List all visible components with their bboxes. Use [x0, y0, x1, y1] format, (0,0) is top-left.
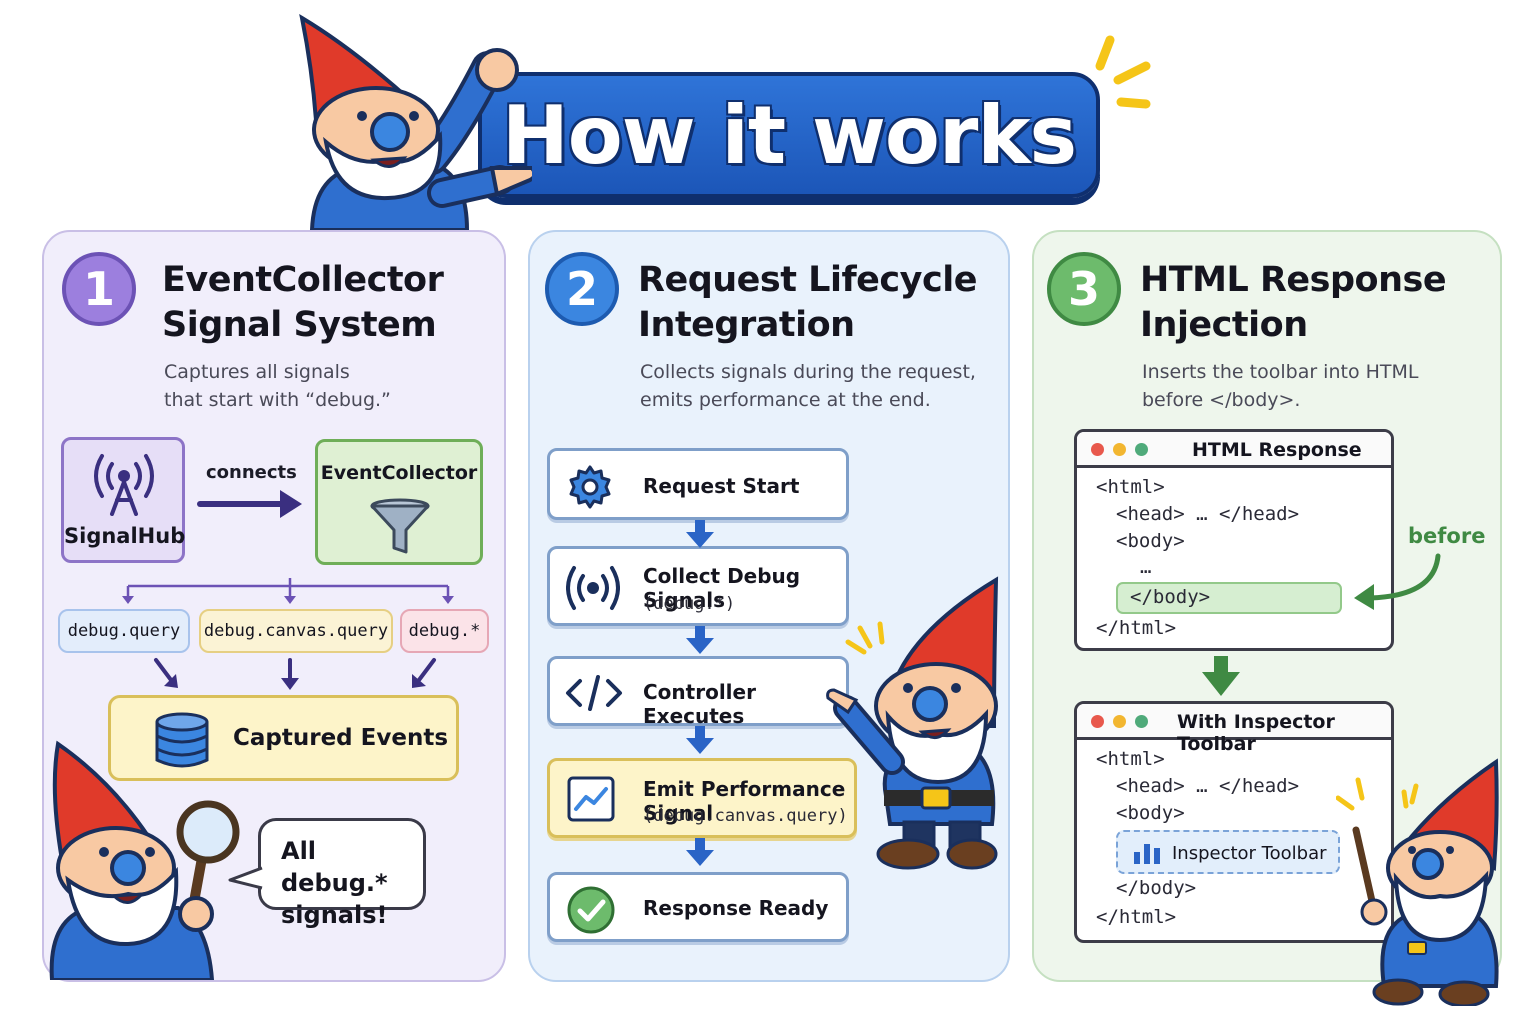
code-line: <head> … </head>: [1116, 503, 1300, 525]
eventcollector-node: EventCollector: [315, 439, 483, 565]
converge-arrows: [154, 658, 436, 690]
step-label: Response Ready: [643, 896, 829, 920]
gnome-pointing-illustration: [299, 13, 532, 230]
minimize-dot-icon: [1113, 715, 1126, 728]
step-number-badge: 3: [1047, 252, 1121, 326]
panel-title-line: Injection: [1140, 305, 1308, 345]
code-line: </body>: [1116, 877, 1197, 899]
broadcast-icon: [566, 566, 620, 610]
sparkle-icon: [1095, 35, 1151, 109]
panel-title-line: Request Lifecycle: [638, 260, 977, 300]
step-sublabel: (debug.*): [643, 594, 736, 614]
window-titlebar: With Inspector Toolbar: [1077, 704, 1391, 755]
gear-icon: [569, 465, 611, 509]
database-icon: [155, 712, 209, 768]
arrow-right-icon: [197, 490, 302, 518]
close-dot-icon: [1091, 715, 1104, 728]
signalhub-node: SignalHub: [61, 437, 185, 563]
panel-subtitle-line: before </body>.: [1142, 389, 1301, 411]
signal-tag: debug.query: [58, 609, 190, 653]
annotation-label: before: [1408, 524, 1486, 548]
signal-tag: debug.*: [400, 609, 489, 653]
step-label: Request Start: [643, 474, 800, 498]
branch-connector: [122, 578, 454, 604]
arrow-down-icon: [1202, 656, 1240, 696]
gnome-pointing-illustration: [826, 576, 999, 870]
step-number-badge: 2: [545, 252, 619, 326]
panel-subtitle-line: Captures all signals: [164, 361, 350, 383]
node-label: SignalHub: [64, 524, 186, 548]
node-label: Captured Events: [233, 725, 449, 751]
speech-line: All debug.*: [281, 837, 388, 897]
flow-step-collect-signals: Collect Debug Signals (debug.*): [547, 546, 849, 626]
window-title: HTML Response: [1192, 439, 1362, 461]
inspector-toolbar-window: With Inspector Toolbar: [1074, 701, 1394, 943]
code-line: <head> … </head>: [1116, 775, 1300, 797]
speech-tail: [228, 866, 263, 890]
code-icon: [566, 675, 622, 711]
code-line: <body>: [1116, 530, 1185, 552]
panel-subtitle-line: Inserts the toolbar into HTML: [1142, 361, 1419, 383]
step-label: Collect Debug Signals: [643, 564, 801, 612]
close-dot-icon: [1091, 443, 1104, 456]
code-line: <html>: [1096, 476, 1165, 498]
bar-chart-icon: [1134, 844, 1160, 864]
flow-arrows: [686, 520, 714, 866]
panel-subtitle-line: that start with “debug.”: [164, 389, 391, 411]
window-title: With Inspector Toolbar: [1177, 711, 1335, 755]
step-sublabel: (debug.canvas.query): [643, 806, 848, 826]
step-label: Controller Executes: [643, 680, 756, 728]
flow-step-response-ready: Response Ready: [547, 872, 849, 942]
flow-step-emit-performance: Emit Performance Signal (debug.canvas.qu…: [547, 758, 857, 838]
signal-tag: debug.canvas.query: [199, 609, 393, 653]
broadcast-tower-icon: [94, 454, 154, 516]
code-line: …: [1140, 556, 1152, 578]
panel-subtitle-line: emits performance at the end.: [640, 389, 931, 411]
panel-title-line: Signal System: [162, 305, 437, 345]
panel-title-line: Integration: [638, 305, 855, 345]
minimize-dot-icon: [1113, 443, 1126, 456]
toolbar-label: Inspector Toolbar: [1172, 843, 1327, 864]
panel-subtitle-line: Collects signals during the request,: [640, 361, 976, 383]
flow-step-controller: Controller Executes: [547, 656, 849, 728]
gnome-magnifier-illustration: [49, 740, 240, 980]
code-line: <html>: [1096, 748, 1165, 770]
curved-arrow-icon: [1354, 553, 1441, 610]
check-icon: [567, 886, 615, 934]
flow-step-request-start: Request Start: [547, 448, 849, 520]
html-response-window: HTML Response: [1074, 429, 1394, 651]
code-line: </html>: [1096, 617, 1177, 639]
funnel-icon: [370, 498, 430, 554]
code-line: </html>: [1096, 906, 1177, 928]
panel-title-line: EventCollector: [162, 260, 444, 300]
step-label: Emit Performance Signal: [643, 777, 846, 825]
gnome-wand-illustration: [1336, 758, 1499, 1006]
window-titlebar: HTML Response: [1077, 432, 1391, 468]
step-number-badge: 1: [62, 252, 136, 326]
code-line: <body>: [1116, 802, 1185, 824]
title-banner: How it works: [478, 72, 1100, 198]
edge-label: connects: [206, 462, 297, 483]
page-title: How it works: [501, 88, 1077, 182]
panel-title-line: HTML Response: [1140, 260, 1447, 300]
speech-bubble: All debug.* signals!: [258, 818, 426, 929]
code-line: </body>: [1130, 586, 1211, 608]
chart-icon: [567, 776, 615, 822]
body-close-highlight: [1116, 582, 1342, 614]
node-label: EventCollector: [320, 462, 478, 484]
captured-events-node: Captured Events: [108, 695, 459, 781]
maximize-dot-icon: [1135, 715, 1148, 728]
speech-line: signals!: [281, 901, 388, 929]
maximize-dot-icon: [1135, 443, 1148, 456]
inspector-toolbar-chip: Inspector Toolbar: [1116, 830, 1340, 874]
